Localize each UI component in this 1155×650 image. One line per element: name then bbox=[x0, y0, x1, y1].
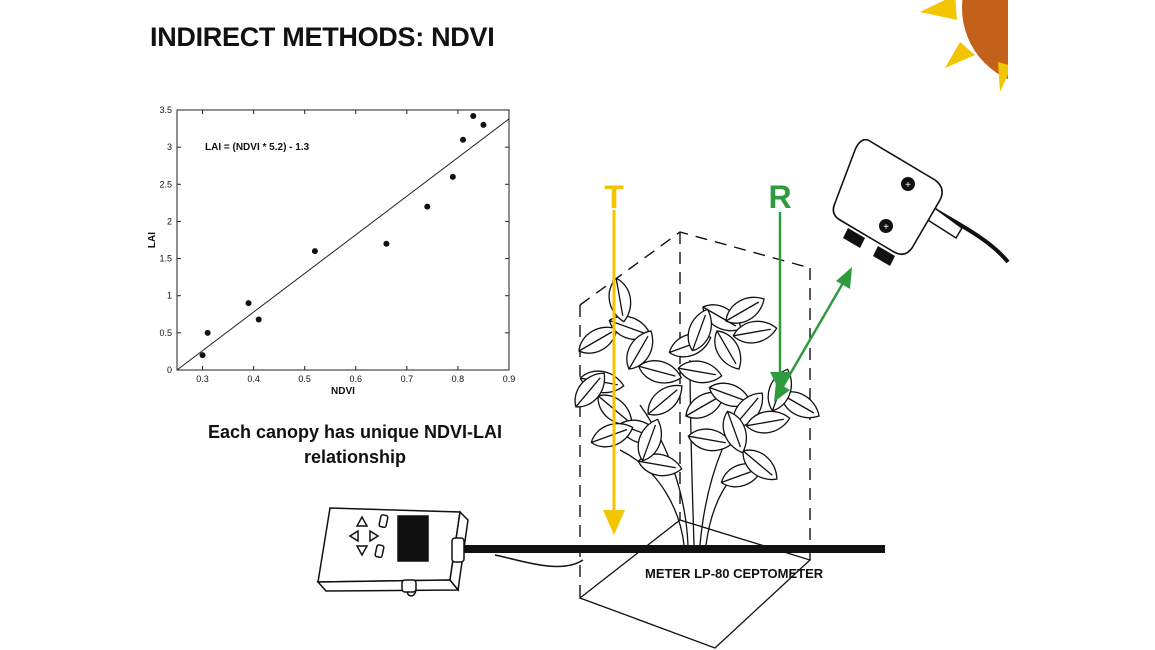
y-tick-label: 3.5 bbox=[159, 105, 172, 115]
equation-annotation: LAI = (NDVI * 5.2) - 1.3 bbox=[205, 142, 310, 153]
ground-plot-square bbox=[578, 519, 812, 649]
leaf bbox=[745, 410, 791, 434]
regression-line bbox=[176, 118, 510, 371]
canopy-dashed-box bbox=[579, 231, 811, 598]
data-point bbox=[424, 203, 431, 210]
leaf bbox=[722, 410, 747, 454]
leaf bbox=[732, 392, 764, 428]
x-tick-label: 0.3 bbox=[196, 374, 209, 384]
leaf bbox=[608, 315, 652, 340]
y-tick-label: 1 bbox=[167, 291, 172, 301]
data-point bbox=[449, 173, 456, 180]
data-point bbox=[311, 248, 318, 255]
y-axis-label: LAI bbox=[147, 232, 158, 248]
svg-text:+: + bbox=[905, 180, 911, 191]
reflected-arrows bbox=[770, 212, 852, 402]
x-tick-label: 0.4 bbox=[247, 374, 260, 384]
y-tick-label: 0.5 bbox=[159, 328, 172, 338]
ndvi-lai-scatter-chart: 0 0.5 1 1.5 2 2.5 3 3.5 0.3 0.4 0.5 0.6 0.7 0.8 0.9 L… bbox=[147, 105, 515, 397]
leaf bbox=[578, 326, 618, 354]
leaf bbox=[687, 428, 733, 452]
leaf bbox=[597, 394, 633, 426]
leaf bbox=[708, 382, 752, 407]
y-tick-label: 0 bbox=[167, 365, 172, 375]
page-title: INDIRECT METHODS: NDVI bbox=[150, 22, 495, 52]
leaf bbox=[590, 423, 634, 448]
ceptometer-controller bbox=[316, 507, 584, 597]
reflected-label: R bbox=[768, 179, 791, 215]
leaf bbox=[702, 304, 742, 332]
leaf bbox=[637, 453, 683, 477]
leaf bbox=[668, 333, 712, 358]
data-points bbox=[199, 112, 487, 359]
device-label: METER LP-80 CEPTOMETER bbox=[645, 566, 824, 581]
leaf bbox=[742, 449, 778, 481]
leaf bbox=[574, 372, 606, 408]
svg-text:+: + bbox=[883, 222, 889, 233]
sun-icon bbox=[920, 0, 1155, 110]
leaf bbox=[685, 391, 725, 419]
leaf bbox=[720, 463, 764, 488]
leaf bbox=[767, 368, 792, 412]
transmitted-label: T bbox=[604, 179, 624, 215]
leaf bbox=[677, 360, 723, 384]
x-tick-label: 0.9 bbox=[503, 374, 516, 384]
data-point bbox=[204, 329, 211, 336]
leaf bbox=[608, 277, 632, 323]
leaf bbox=[579, 370, 625, 394]
y-tick-label: 3 bbox=[167, 142, 172, 152]
x-tick-label: 0.8 bbox=[452, 374, 465, 384]
plant-stems bbox=[619, 359, 761, 546]
data-point bbox=[245, 300, 252, 307]
plot-frame bbox=[176, 109, 510, 371]
x-ticks: 0.3 0.4 0.5 0.6 0.7 0.8 0.9 bbox=[196, 110, 515, 384]
x-tick-label: 0.7 bbox=[401, 374, 414, 384]
leaf bbox=[714, 330, 742, 370]
data-point bbox=[199, 352, 206, 359]
plant-leaves bbox=[574, 277, 820, 488]
leaf bbox=[637, 360, 683, 384]
y-ticks: 0 0.5 1 1.5 2 2.5 3 3.5 bbox=[159, 105, 509, 375]
x-tick-label: 0.6 bbox=[350, 374, 363, 384]
x-tick-label: 0.5 bbox=[298, 374, 311, 384]
y-tick-label: 2.5 bbox=[159, 179, 172, 189]
y-tick-label: 2 bbox=[167, 216, 172, 226]
data-point bbox=[383, 240, 390, 247]
ceptometer-probe bbox=[462, 545, 885, 553]
data-point bbox=[460, 136, 467, 143]
data-point bbox=[255, 316, 262, 323]
y-tick-label: 1.5 bbox=[159, 254, 172, 264]
canopy-caption: Each canopy has unique NDVI-LAI relation… bbox=[207, 422, 503, 467]
data-point bbox=[470, 112, 477, 119]
leaf bbox=[732, 320, 778, 344]
transmitted-arrow bbox=[603, 210, 625, 535]
leaf bbox=[637, 418, 662, 462]
leaf bbox=[687, 308, 712, 352]
leaf bbox=[618, 419, 662, 444]
leaf bbox=[626, 330, 654, 370]
leaf bbox=[725, 296, 765, 324]
leaf bbox=[780, 391, 820, 419]
ndvi-sensor: + + bbox=[832, 138, 1010, 266]
data-point bbox=[480, 121, 487, 128]
x-axis-label: NDVI bbox=[331, 386, 355, 397]
leaf bbox=[647, 384, 683, 416]
